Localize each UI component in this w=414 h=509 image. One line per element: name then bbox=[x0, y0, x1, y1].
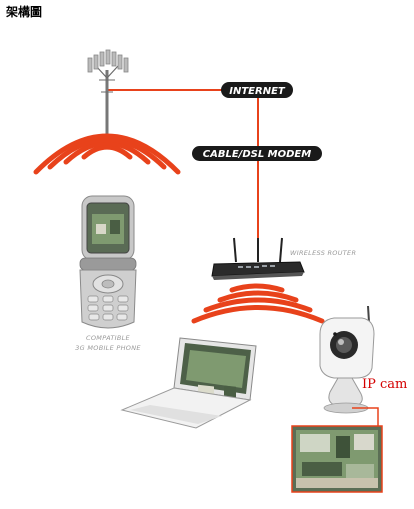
modem-label: CABLE/DSL MODEM bbox=[203, 149, 311, 160]
modem-node: CABLE/DSL MODEM bbox=[192, 146, 322, 161]
laptop-icon bbox=[120, 337, 257, 429]
flip-phone-icon bbox=[79, 195, 137, 329]
phone-label-line1: COMPATIBLE bbox=[86, 334, 131, 342]
internet-label: INTERNET bbox=[229, 86, 286, 97]
ipcam-label: IP cam bbox=[362, 377, 407, 392]
internet-node: INTERNET bbox=[221, 82, 293, 98]
modem-pill bbox=[192, 146, 322, 161]
ip-camera-icon bbox=[319, 305, 375, 414]
camera-preview-image bbox=[291, 425, 383, 493]
router-icon bbox=[211, 237, 305, 280]
router-label: WIRELESS ROUTER bbox=[290, 249, 356, 257]
page-title: 架構圖 bbox=[6, 5, 43, 19]
cell-tower-icon bbox=[87, 49, 129, 135]
camera-preview-line bbox=[352, 407, 379, 426]
tower-wireless-waves bbox=[33, 133, 181, 175]
internet-pill bbox=[221, 82, 293, 98]
router-wireless-waves bbox=[191, 283, 325, 324]
phone-label-line2: 3G MOBILE PHONE bbox=[75, 344, 141, 352]
